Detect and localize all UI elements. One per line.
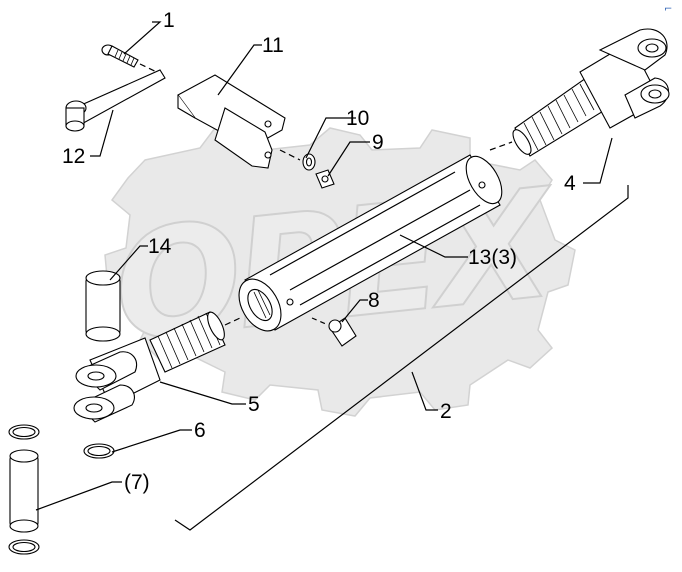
callout-12: 12 (62, 145, 85, 168)
clevis-pin-part (85, 270, 121, 342)
small-washer-part (302, 153, 316, 171)
callout-1: 1 (163, 9, 175, 32)
callout-14: 14 (148, 235, 172, 258)
pin-with-rings-part (8, 424, 40, 555)
callout-8: 8 (368, 289, 380, 312)
pin-strap-part (65, 69, 166, 132)
callout-9: 9 (372, 131, 384, 154)
callout-2: 2 (440, 400, 452, 423)
callout-labels: 1 11 10 9 12 4 14 13(3) 8 5 2 6 (7) (62, 9, 576, 494)
callout-6: 6 (194, 419, 206, 442)
lower-clevis-part (73, 311, 241, 423)
assembly-bracket-line (174, 185, 629, 531)
callout-11: 11 (262, 34, 284, 57)
adjuster-tube-part (238, 154, 503, 332)
callout-10: 10 (346, 107, 369, 130)
callout-13-3: 13(3) (468, 246, 517, 269)
grease-nipple-part (311, 317, 357, 347)
callout-4: 4 (564, 172, 576, 195)
bolt-part (101, 44, 166, 77)
spring-clip-part (177, 74, 301, 169)
upper-clevis-part (489, 28, 670, 157)
o-ring-part (83, 443, 115, 459)
leader-lines (35, 21, 613, 511)
callout-5: 5 (248, 393, 260, 416)
callout-7: (7) (124, 471, 150, 494)
corner-mark: ⌐ (664, 4, 672, 15)
